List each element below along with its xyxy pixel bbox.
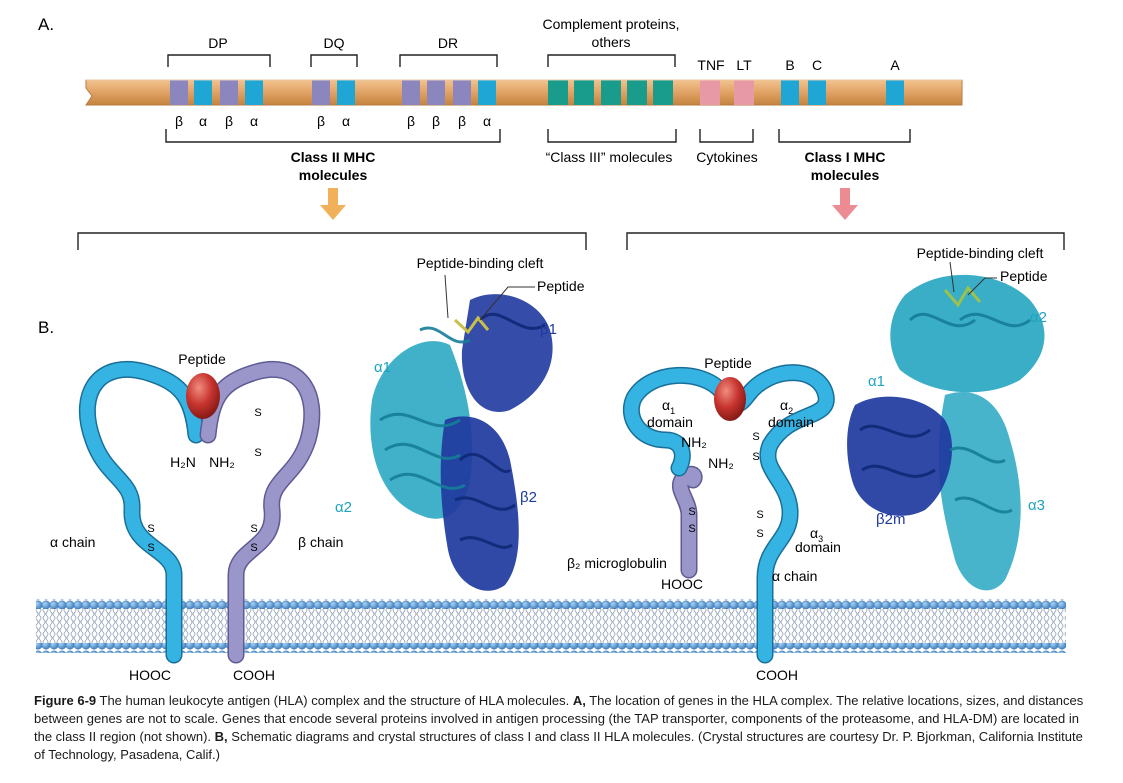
chain-dq-1: β xyxy=(317,113,325,129)
class1-s-a2-2: S xyxy=(752,451,759,463)
chain-dp-3: β xyxy=(225,113,233,129)
cytokines-title: Cytokines xyxy=(696,149,757,165)
chain-letters: β α β α β α β β β α xyxy=(175,113,491,129)
class2-a2: α2 xyxy=(335,499,352,516)
class2-schematic: Peptide H₂N NH₂ S S S S S S α chain β ch… xyxy=(50,351,343,683)
class1-title-2: molecules xyxy=(811,167,880,183)
lower-brackets xyxy=(165,129,911,143)
arrow-class1 xyxy=(832,188,858,220)
class1-s-a2-1: S xyxy=(752,431,759,443)
class2-title-1: Class II MHC xyxy=(291,149,376,165)
caption-part-2: The location of genes in the HLA complex… xyxy=(34,693,1084,744)
class1-a2-letter: α2 xyxy=(780,397,793,416)
wide-brackets xyxy=(77,232,1065,250)
class2-b2: β2 xyxy=(520,489,537,506)
chain-dp-2: α xyxy=(199,113,207,129)
class1-title-1: Class I MHC xyxy=(805,149,886,165)
class2-nh2: NH₂ xyxy=(209,454,235,470)
class2-s-alpha-1: S xyxy=(147,523,154,535)
gene-blocks-class3 xyxy=(548,80,754,105)
class1-alpha-chain-label: α chain xyxy=(772,568,817,584)
chain-dr-3: β xyxy=(458,113,466,129)
class2-beta-chain-label: β chain xyxy=(298,534,343,550)
figure-caption: Figure 6-9 The human leukocyte antigen (… xyxy=(34,692,1089,764)
class1-s-a3-1: S xyxy=(756,509,763,521)
locus-b: B xyxy=(785,57,794,73)
class2-a1: α1 xyxy=(374,359,391,376)
class2-peptide xyxy=(186,373,220,419)
chain-dr-4: α xyxy=(483,113,491,129)
class1-cooh: COOH xyxy=(756,667,798,683)
class1-a2-domain: domain xyxy=(768,414,814,430)
class2-cleft-label: Peptide-binding cleft xyxy=(417,255,544,271)
class1-crystal: Peptide-binding cleft Peptide α1 α2 α3 β… xyxy=(847,245,1048,591)
class1-s-a3-2: S xyxy=(756,528,763,540)
locus-tnf: TNF xyxy=(697,57,724,73)
caption-part-1: The human leukocyte antigen (HLA) comple… xyxy=(96,693,573,708)
locus-a: A xyxy=(890,57,900,73)
class1-a3-letter: α3 xyxy=(810,525,823,544)
class2-s-beta-4: S xyxy=(250,542,257,554)
class2-hooc: HOOC xyxy=(129,667,171,683)
class1-nh2-1: NH₂ xyxy=(681,434,707,450)
class1-a3: α3 xyxy=(1028,497,1045,514)
caption-figure-number: Figure 6-9 xyxy=(34,693,97,708)
class1-peptide xyxy=(714,377,746,421)
gene-blocks-class1 xyxy=(781,80,904,105)
panel-b-label: B. xyxy=(38,318,54,337)
hla-figure: A. DP DQ DR Complement proteins, others … xyxy=(36,15,1066,683)
caption-b-label: B, xyxy=(214,729,228,744)
class1-a1-letter: α1 xyxy=(662,397,675,416)
upper-brackets xyxy=(167,54,676,67)
chromosome xyxy=(85,79,963,106)
gene-blocks-class2 xyxy=(170,80,496,105)
class1-nh2-2: NH₂ xyxy=(708,455,734,471)
class2-alpha-chain-label: α chain xyxy=(50,534,95,550)
class2-h2n: H₂N xyxy=(170,454,196,470)
class1-s-b2m-2: S xyxy=(688,523,695,535)
class1-b2m-label: β₂ microglobulin xyxy=(567,555,667,571)
class2-title-2: molecules xyxy=(299,167,368,183)
chain-dr-1: β xyxy=(407,113,415,129)
arrow-class2 xyxy=(320,188,346,220)
locus-lt: LT xyxy=(736,57,752,73)
locus-dp: DP xyxy=(208,35,227,51)
locus-dq: DQ xyxy=(324,35,345,51)
class2-s-beta-2: S xyxy=(254,447,261,459)
class2-peptide-label: Peptide xyxy=(178,351,226,367)
panel-a-label: A. xyxy=(38,15,54,34)
locus-complement-2: others xyxy=(592,34,631,50)
class1-peptide-label: Peptide xyxy=(704,355,752,371)
class1-a2: α2 xyxy=(1030,309,1047,326)
class2-s-beta-3: S xyxy=(250,523,257,535)
chain-dp-4: α xyxy=(250,113,258,129)
class3-title: “Class III” molecules xyxy=(546,149,673,165)
locus-complement-1: Complement proteins, xyxy=(543,16,680,32)
class1-a1-domain: domain xyxy=(647,414,693,430)
cell-membrane xyxy=(36,599,1066,653)
class1-s-b2m-1: S xyxy=(688,506,695,518)
class2-crystal-peptide: Peptide xyxy=(537,278,585,294)
chain-dr-2: β xyxy=(432,113,440,129)
class2-crystal: Peptide-binding cleft Peptide α1 β1 α2 β… xyxy=(335,255,585,591)
chain-dq-2: α xyxy=(342,113,350,129)
locus-c: C xyxy=(812,57,822,73)
chain-dp-1: β xyxy=(175,113,183,129)
class2-s-beta-1: S xyxy=(254,407,261,419)
class1-crystal-peptide: Peptide xyxy=(1000,268,1048,284)
class2-s-alpha-2: S xyxy=(147,542,154,554)
caption-a-label: A, xyxy=(572,693,586,708)
class1-hooc: HOOC xyxy=(661,576,703,592)
locus-dr: DR xyxy=(438,35,458,51)
class1-a3-domain: domain xyxy=(795,539,841,555)
class1-cleft-label: Peptide-binding cleft xyxy=(917,245,1044,261)
class1-a1: α1 xyxy=(868,373,885,390)
class1-schematic: Peptide α1 domain α2 domain NH₂ NH₂ S S … xyxy=(567,355,841,683)
class1-b2m: β2m xyxy=(876,511,905,528)
class2-b1: β1 xyxy=(540,321,557,338)
class2-cooh: COOH xyxy=(233,667,275,683)
caption-part-3: Schematic diagrams and crystal structure… xyxy=(34,729,1083,762)
